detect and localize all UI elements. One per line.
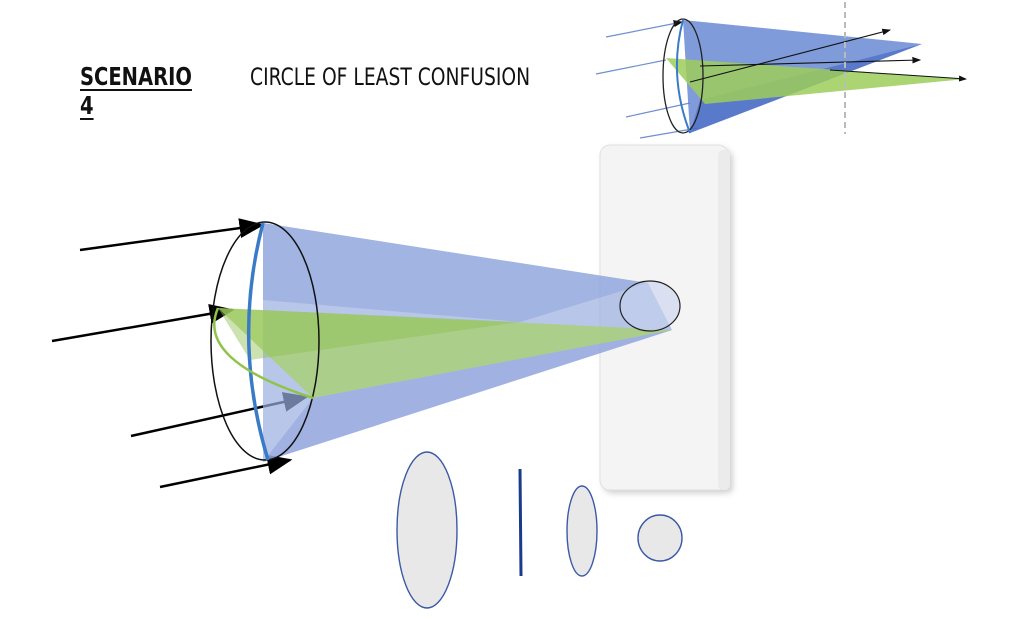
incoming-ray-2 <box>51 303 235 343</box>
inset-green-cone <box>666 58 966 104</box>
inset-ray-2 <box>595 59 667 75</box>
lens-edge-green <box>213 307 314 400</box>
inset-lens <box>662 18 704 134</box>
lens-edge-blue <box>246 222 270 461</box>
scenario-subtitle: CIRCLE OF LEAST CONFUSION <box>250 63 531 91</box>
inset-lens-edge <box>675 19 691 134</box>
blue-light-cone-shade <box>263 223 648 322</box>
cross-section-focal-line <box>518 468 523 577</box>
cross-section-circle <box>637 514 683 562</box>
inset-out-ray-3 <box>829 69 967 82</box>
cross-section-tall-ellipse <box>396 451 458 609</box>
inset-ray-3 <box>625 102 691 118</box>
incoming-ray-1 <box>79 218 265 252</box>
inset-out-ray-2 <box>699 56 922 67</box>
lens <box>210 221 320 461</box>
focal-cross-section <box>619 280 681 332</box>
inset-diagram <box>595 2 967 139</box>
title-block: SCENARIO 4 CIRCLE OF LEAST CONFUSION <box>80 62 609 120</box>
blue-cone-lower-face <box>263 330 672 462</box>
cross-section-small-ellipse <box>566 485 598 577</box>
inset-ray-1 <box>605 20 684 38</box>
green-light-cone-shade <box>218 308 520 360</box>
inset-out-ray-1 <box>689 28 892 83</box>
incoming-ray-4 <box>159 454 293 489</box>
scenario-title: SCENARIO 4 <box>80 62 192 120</box>
green-light-cone <box>218 308 672 398</box>
